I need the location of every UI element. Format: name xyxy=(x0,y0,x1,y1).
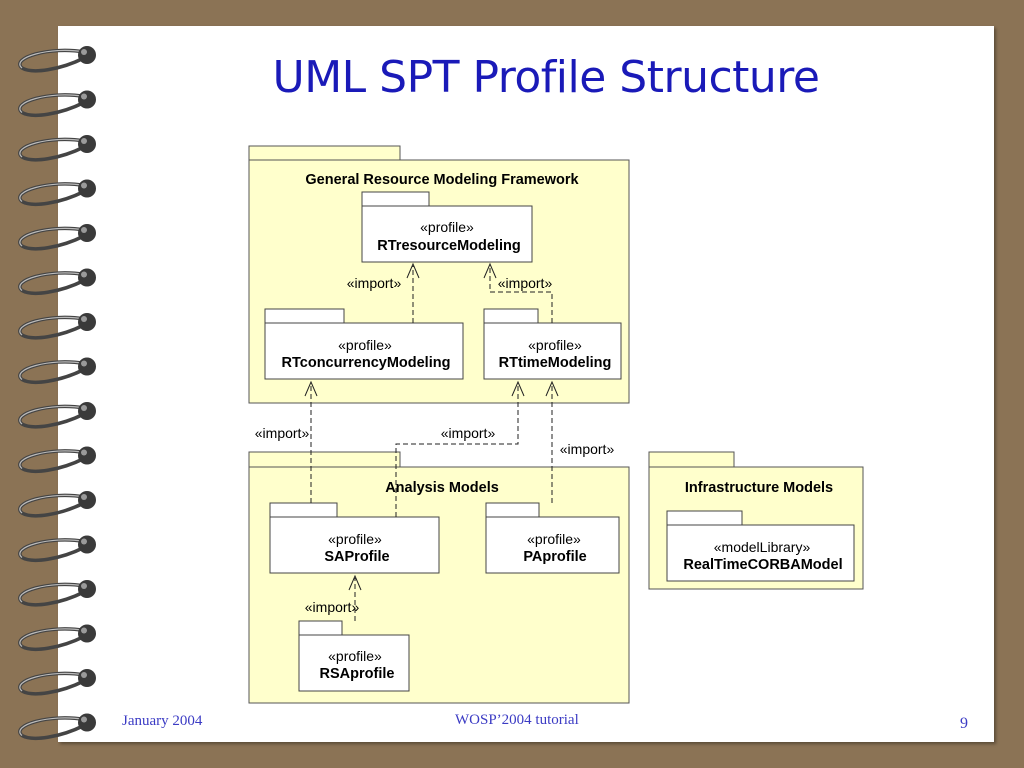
stereotype-label: «profile» xyxy=(328,531,382,547)
package-name: General Resource Modeling Framework xyxy=(305,172,579,188)
arrowhead-icon xyxy=(483,262,497,279)
page-number: 9 xyxy=(960,715,968,732)
element-name: PAprofile xyxy=(523,549,586,565)
profile-sa-profile: «profile» SAProfile xyxy=(269,502,440,574)
binding-ring-icon xyxy=(18,135,96,162)
stereotype-label: «modelLibrary» xyxy=(714,539,811,555)
arrowhead-icon xyxy=(545,380,559,397)
arrowhead-icon xyxy=(511,380,525,397)
arrowhead-icon xyxy=(406,262,420,279)
stereotype-label: «profile» xyxy=(420,219,474,235)
element-name: RTconcurrencyModeling xyxy=(282,355,451,371)
import-dependencies xyxy=(310,266,553,621)
import-arrow xyxy=(489,266,553,323)
binding-ring-icon xyxy=(18,713,96,740)
slide-title: UML SPT Profile Structure xyxy=(272,52,820,103)
profile-pa-profile: «profile» PAprofile xyxy=(485,502,620,574)
footer-title: WOSP’2004 tutorial xyxy=(455,712,579,728)
binding-ring-icon xyxy=(18,46,96,73)
import-label: «import» xyxy=(255,425,310,441)
stereotype-label: «profile» xyxy=(328,648,382,664)
import-label: «import» xyxy=(347,275,402,291)
binding-ring-icon xyxy=(18,535,96,562)
element-name: SAProfile xyxy=(324,549,389,565)
footer-date: January 2004 xyxy=(122,713,203,729)
binding-ring-icon xyxy=(18,268,96,295)
model-library-rt-corba: «modelLibrary» RealTimeCORBAModel xyxy=(666,510,855,582)
binding-ring-icon xyxy=(18,491,96,518)
import-label: «import» xyxy=(560,441,615,457)
profile-rsa-profile: «profile» RSAprofile xyxy=(298,620,410,692)
element-name: RTresourceModeling xyxy=(377,238,520,254)
binding-ring-icon xyxy=(18,313,96,340)
arrowhead-icon xyxy=(304,380,318,397)
binding-ring-icon xyxy=(18,669,96,696)
binding-ring-icon xyxy=(18,224,96,251)
import-arrow xyxy=(395,384,519,517)
stereotype-label: «profile» xyxy=(338,337,392,353)
profile-rt-resource-modeling: «profile» RTresourceModeling xyxy=(361,191,533,263)
arrowhead-icon xyxy=(348,574,362,591)
binding-ring-icon xyxy=(18,90,96,117)
binding-ring-icon xyxy=(18,624,96,651)
stereotype-label: «profile» xyxy=(527,531,581,547)
package-name: Analysis Models xyxy=(385,480,499,496)
element-name: RSAprofile xyxy=(320,666,395,682)
profile-rt-concurrency-modeling: «profile» RTconcurrencyModeling xyxy=(264,308,464,380)
import-label: «import» xyxy=(498,275,553,291)
binding-ring-icon xyxy=(18,446,96,473)
binding-ring-icon xyxy=(18,179,96,206)
arrowheads xyxy=(304,262,559,591)
stereotype-label: «profile» xyxy=(528,337,582,353)
element-name: RTtimeModeling xyxy=(499,355,612,371)
element-name: RealTimeCORBAModel xyxy=(683,557,842,573)
binding-ring-icon xyxy=(18,357,96,384)
package-name: Infrastructure Models xyxy=(685,480,833,496)
import-label: «import» xyxy=(305,599,360,615)
import-labels: «import» «import» «import» «import» «imp… xyxy=(255,275,615,615)
binding-ring-icon xyxy=(18,402,96,429)
binding-ring-icon xyxy=(18,580,96,607)
profile-rt-time-modeling: «profile» RTtimeModeling xyxy=(483,308,622,380)
import-label: «import» xyxy=(441,425,496,441)
